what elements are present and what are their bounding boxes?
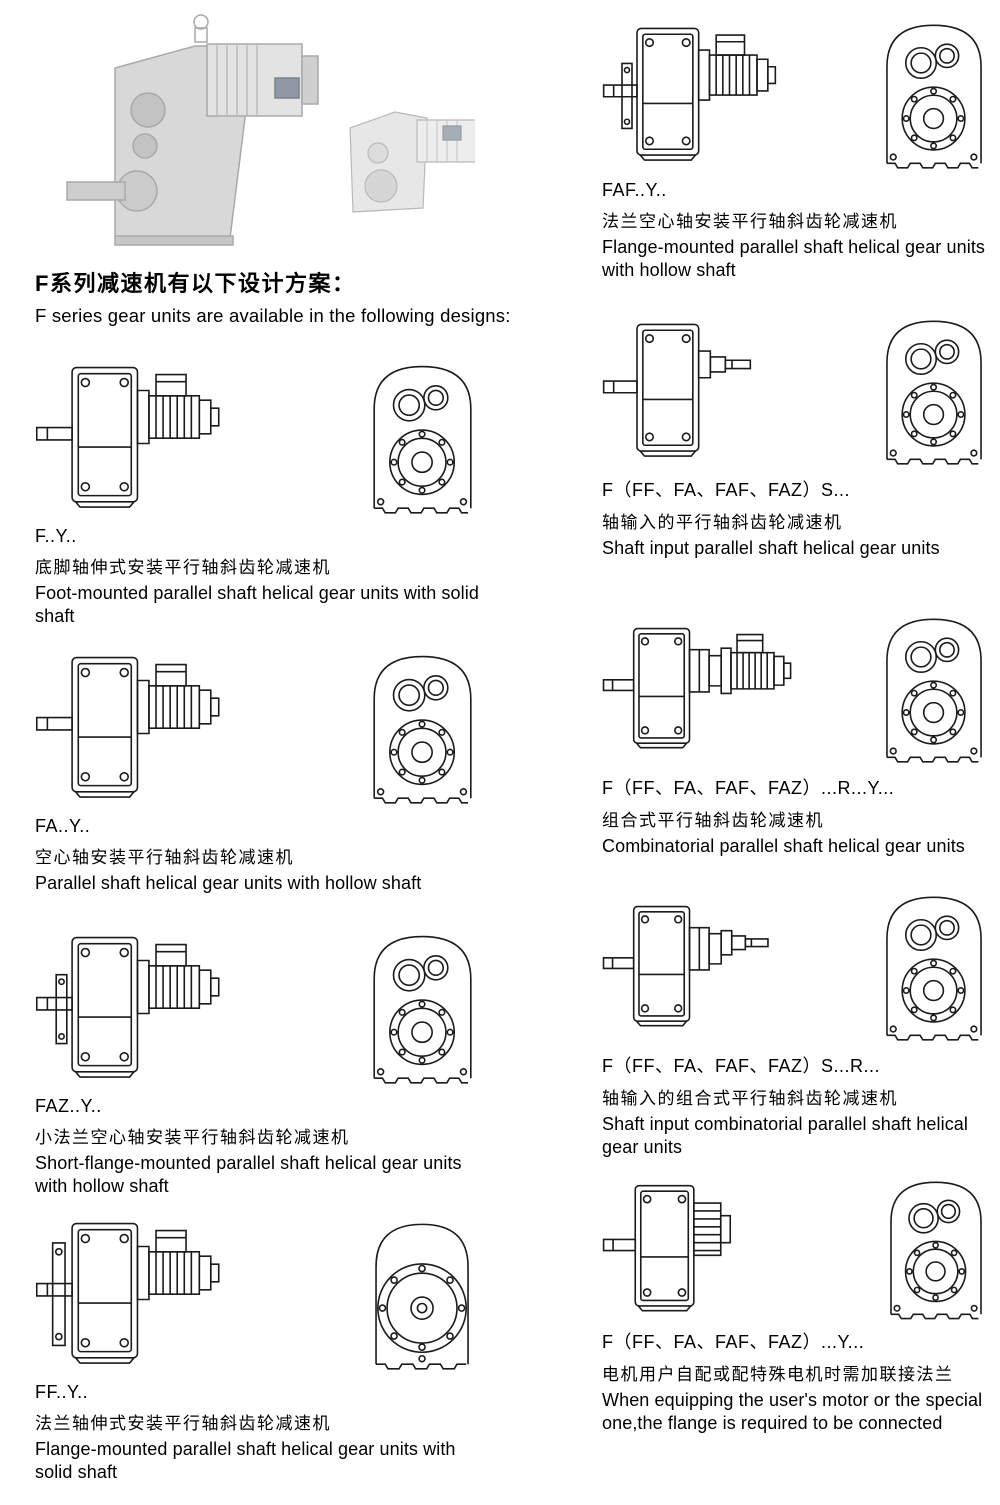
caption-block: FA..Y.. 空心轴安装平行轴斜齿轮减速机 Parallel shaft he…: [35, 816, 480, 895]
model-code: F（FF、FA、FAF、FAZ）S...: [602, 480, 851, 500]
caption-en: Short-flange-mounted parallel shaft heli…: [35, 1153, 462, 1197]
drawing-row: [602, 606, 990, 768]
gear-front-view-drawing: [890, 1181, 982, 1320]
caption-zh: 法兰轴伸式安装平行轴斜齿轮减速机: [35, 1414, 331, 1433]
model-code: FF..Y..: [35, 1382, 89, 1402]
caption-block: F（FF、FA、FAF、FAZ）S...R... 轴输入的组合式平行轴斜齿轮减速…: [602, 1052, 990, 1159]
drawing-row: [35, 1208, 480, 1376]
gear-side-view-drawing: [602, 1185, 731, 1312]
model-code: FAZ..Y..: [35, 1096, 102, 1116]
gear-front-view-drawing: [373, 655, 472, 804]
gear-front-view-drawing: [886, 320, 982, 465]
design-section-combinatorial: F（FF、FA、FAF、FAZ）...R...Y... 组合式平行轴斜齿轮减速机…: [602, 606, 990, 858]
model-code: F（FF、FA、FAF、FAZ）...Y...: [602, 1332, 865, 1352]
gear-side-view-drawing: [603, 27, 776, 161]
caption-en: When equipping the user's motor or the s…: [602, 1390, 983, 1434]
page-title-zh: F系列减速机有以下设计方案：: [35, 271, 356, 296]
caption-en: Combinatorial parallel shaft helical gea…: [602, 836, 965, 856]
gear-side-view-drawing: [602, 627, 792, 749]
caption-zh: 法兰空心轴安装平行轴斜齿轮减速机: [602, 212, 898, 231]
caption-zh: 轴输入的平行轴斜齿轮减速机: [602, 513, 843, 532]
design-section-shaft-input-combinatorial: F（FF、FA、FAF、FAZ）S...R... 轴输入的组合式平行轴斜齿轮减速…: [602, 884, 990, 1159]
caption-zh: 轴输入的组合式平行轴斜齿轮减速机: [602, 1089, 898, 1108]
drawing-row: [35, 642, 480, 810]
gear-side-view-drawing: [603, 323, 751, 457]
gear-side-view-drawing: [36, 656, 220, 798]
gear-front-view-drawing: [375, 1223, 469, 1370]
gear-unit-photo-illustration: [45, 8, 475, 253]
gear-side-view-drawing: [36, 366, 220, 508]
caption-block: FAZ..Y.. 小法兰空心轴安装平行轴斜齿轮减速机 Short-flange-…: [35, 1096, 480, 1198]
product-photo: [45, 8, 475, 253]
gear-side-view-drawing: [36, 1222, 220, 1364]
design-section-faf-y: FAF..Y.. 法兰空心轴安装平行轴斜齿轮减速机 Flange-mounted…: [602, 12, 990, 282]
design-section-fa-y: FA..Y.. 空心轴安装平行轴斜齿轮减速机 Parallel shaft he…: [35, 642, 480, 895]
gear-front-view-drawing: [373, 935, 472, 1084]
caption-zh: 小法兰空心轴安装平行轴斜齿轮减速机: [35, 1128, 350, 1147]
design-section-f-y: F..Y.. 底脚轴伸式安装平行轴斜齿轮减速机 Foot-mounted par…: [35, 352, 480, 628]
drawing-row: [602, 308, 990, 470]
caption-block: FAF..Y.. 法兰空心轴安装平行轴斜齿轮减速机 Flange-mounted…: [602, 180, 990, 282]
caption-block: F（FF、FA、FAF、FAZ）...R...Y... 组合式平行轴斜齿轮减速机…: [602, 774, 990, 858]
caption-en: Flange-mounted parallel shaft helical ge…: [35, 1439, 456, 1483]
gear-side-view-drawing: [602, 905, 769, 1027]
caption-zh: 电机用户自配或配特殊电机时需加联接法兰: [602, 1365, 954, 1384]
design-section-flange-connection: F（FF、FA、FAF、FAZ）...Y... 电机用户自配或配特殊电机时需加联…: [602, 1172, 990, 1435]
gear-side-view-drawing: [36, 936, 220, 1078]
gear-front-view-drawing: [886, 24, 982, 169]
gear-front-view-drawing: [373, 365, 472, 514]
drawing-row: [602, 1172, 990, 1322]
drawing-row: [35, 352, 480, 520]
model-code: FAF..Y..: [602, 180, 667, 200]
caption-en: Shaft input parallel shaft helical gear …: [602, 538, 940, 558]
caption-en: Flange-mounted parallel shaft helical ge…: [602, 237, 986, 281]
caption-block: F..Y.. 底脚轴伸式安装平行轴斜齿轮减速机 Foot-mounted par…: [35, 526, 480, 628]
caption-zh: 组合式平行轴斜齿轮减速机: [602, 811, 824, 830]
design-section-ff-y: FF..Y.. 法兰轴伸式安装平行轴斜齿轮减速机 Flange-mounted …: [35, 1208, 480, 1484]
page-heading: F系列减速机有以下设计方案： F series gear units are a…: [35, 266, 595, 327]
caption-block: FF..Y.. 法兰轴伸式安装平行轴斜齿轮减速机 Flange-mounted …: [35, 1382, 480, 1484]
drawing-row: [35, 922, 480, 1090]
caption-zh: 底脚轴伸式安装平行轴斜齿轮减速机: [35, 558, 331, 577]
model-code: FA..Y..: [35, 816, 91, 836]
design-section-shaft-input: F（FF、FA、FAF、FAZ）S... 轴输入的平行轴斜齿轮减速机 Shaft…: [602, 308, 990, 560]
caption-block: F（FF、FA、FAF、FAZ）...Y... 电机用户自配或配特殊电机时需加联…: [602, 1328, 990, 1435]
gear-front-view-drawing: [886, 618, 982, 763]
caption-en: Shaft input combinatorial parallel shaft…: [602, 1114, 969, 1158]
drawing-row: [602, 12, 990, 174]
caption-block: F（FF、FA、FAF、FAZ）S... 轴输入的平行轴斜齿轮减速机 Shaft…: [602, 476, 990, 560]
model-code: F（FF、FA、FAF、FAZ）...R...Y...: [602, 778, 895, 798]
page-title-en: F series gear units are available in the…: [35, 305, 511, 326]
caption-en: Foot-mounted parallel shaft helical gear…: [35, 583, 479, 627]
caption-zh: 空心轴安装平行轴斜齿轮减速机: [35, 848, 294, 867]
design-section-faz-y: FAZ..Y.. 小法兰空心轴安装平行轴斜齿轮减速机 Short-flange-…: [35, 922, 480, 1198]
model-code: F..Y..: [35, 526, 77, 546]
caption-en: Parallel shaft helical gear units with h…: [35, 873, 422, 893]
drawing-row: [602, 884, 990, 1046]
gear-front-view-drawing: [886, 896, 982, 1041]
model-code: F（FF、FA、FAF、FAZ）S...R...: [602, 1056, 881, 1076]
